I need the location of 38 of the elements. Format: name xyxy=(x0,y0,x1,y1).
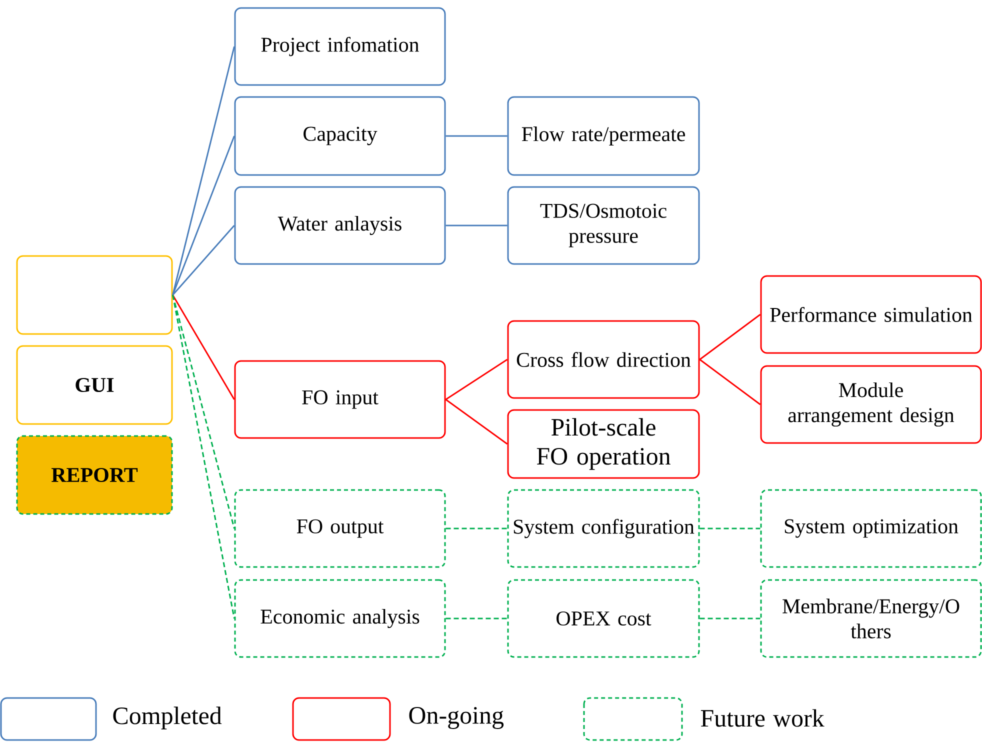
connector-line xyxy=(445,398,508,445)
process-box: Project infomation xyxy=(234,7,446,86)
connector-line xyxy=(700,528,760,530)
process-box: Economic analysis xyxy=(234,579,446,658)
process-box: FO input xyxy=(234,360,446,439)
connector-line xyxy=(172,294,235,529)
process-box: FO output xyxy=(234,489,446,568)
connector-line xyxy=(172,136,235,296)
process-box: Pilot-scale FO operation xyxy=(507,409,700,479)
legend-label: Future work xyxy=(700,709,824,727)
process-box: Performance simulation xyxy=(760,275,982,354)
connector-line xyxy=(446,528,508,530)
connector-line xyxy=(700,618,760,620)
process-box: System optimization xyxy=(760,489,982,568)
process-box: Water anlaysis xyxy=(234,186,446,265)
connector-line xyxy=(446,224,508,226)
connector-line xyxy=(172,46,235,296)
connector-line xyxy=(172,294,235,400)
connector-line xyxy=(446,135,508,137)
connector-line xyxy=(699,358,761,406)
process-box: Module arrangement design xyxy=(760,365,982,444)
connector-line xyxy=(445,358,508,400)
process-box: Cross flow direction xyxy=(507,320,700,399)
process-box: OPEX cost xyxy=(507,579,700,658)
process-box: Capacity xyxy=(234,96,446,176)
connector-line xyxy=(699,314,761,360)
connector-line xyxy=(172,225,235,296)
process-box: TDS/Osmotoic pressure xyxy=(507,186,700,265)
legend-label: Completed xyxy=(113,706,222,730)
empty-box xyxy=(16,255,173,335)
connector-line xyxy=(172,294,235,619)
process-box: REPORT xyxy=(16,435,173,515)
process-box: System configuration xyxy=(507,489,700,568)
process-box: Membrane/Energy/O thers xyxy=(760,579,982,658)
process-box: GUI xyxy=(16,345,173,425)
process-box: Flow rate/permeate xyxy=(507,96,700,176)
connector-line xyxy=(446,618,508,620)
legend-label: On-going xyxy=(409,707,504,729)
